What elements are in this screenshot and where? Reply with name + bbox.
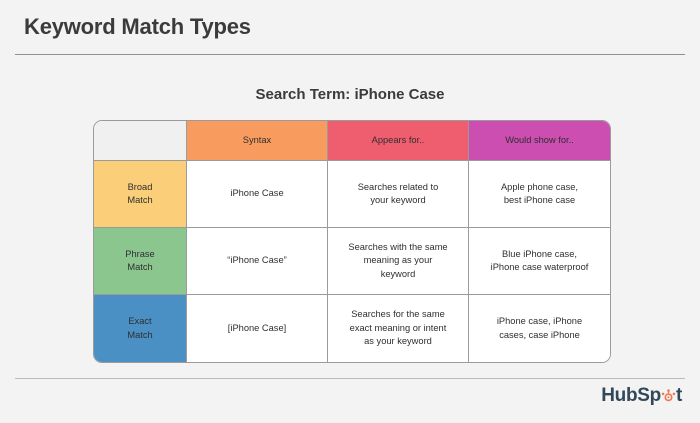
title-divider xyxy=(15,54,685,55)
cell-broad-syntax: iPhone Case xyxy=(187,161,328,228)
table-row: Broad Match iPhone Case Searches related… xyxy=(94,161,610,228)
table-row: Phrase Match “iPhone Case” Searches with… xyxy=(94,228,610,295)
header-blank xyxy=(94,121,187,161)
cell-exact-appears-for: Searches for the same exact meaning or i… xyxy=(328,295,469,362)
table-header: Syntax Appears for.. Would show for.. xyxy=(94,121,610,161)
cell-exact-syntax: [iPhone Case] xyxy=(187,295,328,362)
page-title: Keyword Match Types xyxy=(24,14,251,39)
cell-phrase-appears-for: Searches with the same meaning as your k… xyxy=(328,228,469,295)
logo-text-part1: HubSp xyxy=(601,385,661,406)
cell-broad-would-show-for: Apple phone case, best iPhone case xyxy=(469,161,610,228)
table-row: Exact Match [iPhone Case] Searches for t… xyxy=(94,295,610,362)
cell-phrase-syntax: “iPhone Case” xyxy=(187,228,328,295)
row-label-exact-match: Exact Match xyxy=(94,295,187,362)
keyword-match-types-table: Syntax Appears for.. Would show for.. Br… xyxy=(93,120,611,363)
logo-text-part2: t xyxy=(675,385,682,406)
table-body: Broad Match iPhone Case Searches related… xyxy=(94,161,610,362)
hubspot-sprocket-icon xyxy=(661,389,676,404)
row-label-phrase-match: Phrase Match xyxy=(94,228,187,295)
cell-broad-appears-for: Searches related to your keyword xyxy=(328,161,469,228)
header-syntax: Syntax xyxy=(187,121,328,161)
table-header-row: Syntax Appears for.. Would show for.. xyxy=(94,121,610,161)
search-term-subtitle: Search Term: iPhone Case xyxy=(255,86,445,103)
row-label-broad-match: Broad Match xyxy=(94,161,187,228)
header-appears-for: Appears for.. xyxy=(328,121,469,161)
footer-divider xyxy=(15,378,685,379)
header-would-show-for: Would show for.. xyxy=(469,121,610,161)
cell-exact-would-show-for: iPhone case, iPhone cases, case iPhone xyxy=(469,295,610,362)
hubspot-logo: HubSp t xyxy=(601,386,682,405)
cell-phrase-would-show-for: Blue iPhone case, iPhone case waterproof xyxy=(469,228,610,295)
